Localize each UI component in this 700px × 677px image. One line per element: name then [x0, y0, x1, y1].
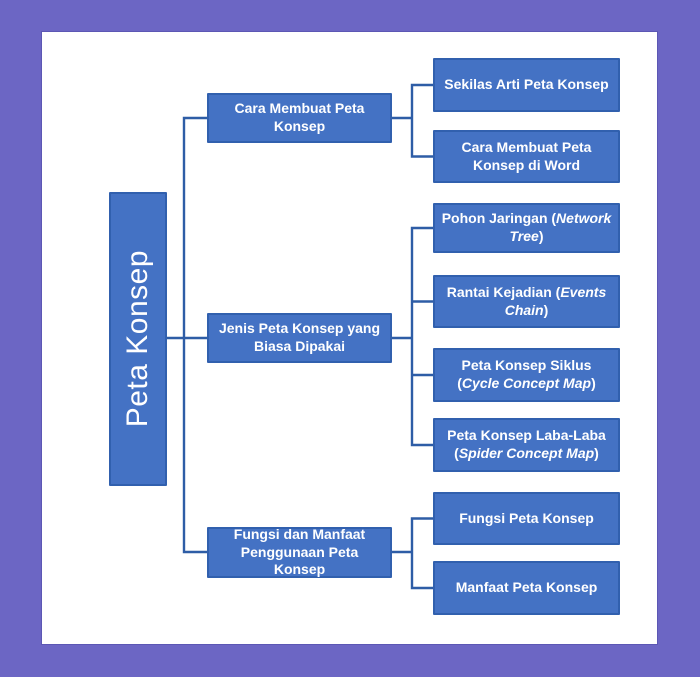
node-leaf-fungsi-peta-konsep: Fungsi Peta Konsep	[433, 492, 620, 545]
leaf-label: Peta Konsep Laba-Laba (Spider Concept Ma…	[447, 427, 606, 461]
node-leaf-peta-konsep-siklus: Peta Konsep Siklus (Cycle Concept Map)	[433, 348, 620, 402]
node-leaf-peta-konsep-laba-laba: Peta Konsep Laba-Laba (Spider Concept Ma…	[433, 418, 620, 472]
branch-label: Fungsi dan Manfaat Penggunaan Peta Konse…	[233, 525, 366, 578]
leaf-label: Peta Konsep Siklus (Cycle Concept Map)	[457, 357, 596, 391]
node-leaf-cara-membuat-word: Cara Membuat Peta Konsep di Word	[433, 130, 620, 183]
node-branch-jenis-peta-konsep: Jenis Peta Konsep yang Biasa Dipakai	[207, 313, 392, 363]
node-leaf-manfaat-peta-konsep: Manfaat Peta Konsep	[433, 561, 620, 615]
leaf-label: Fungsi Peta Konsep	[459, 509, 594, 526]
leaf-label: Rantai Kejadian (Events Chain)	[446, 283, 607, 318]
leaf-label: Pohon Jaringan (Network Tree)	[441, 210, 612, 244]
node-branch-cara-membuat: Cara Membuat Peta Konsep	[207, 93, 392, 143]
root-label: Peta Konsep	[120, 250, 154, 428]
node-root-peta-konsep: Peta Konsep	[109, 192, 167, 486]
node-leaf-pohon-jaringan: Pohon Jaringan (Network Tree)	[433, 203, 620, 253]
leaf-label: Sekilas Arti Peta Konsep	[444, 76, 609, 93]
node-leaf-rantai-kejadian: Rantai Kejadian (Events Chain)	[433, 275, 620, 328]
node-leaf-sekilas-arti: Sekilas Arti Peta Konsep	[433, 58, 620, 112]
leaf-label: Cara Membuat Peta Konsep di Word	[461, 138, 592, 173]
leaf-label: Manfaat Peta Konsep	[455, 579, 598, 596]
node-branch-fungsi-manfaat: Fungsi dan Manfaat Penggunaan Peta Konse…	[207, 525, 392, 578]
branch-label: Jenis Peta Konsep yang Biasa Dipakai	[218, 320, 381, 354]
branch-label: Cara Membuat Peta Konsep	[234, 100, 365, 134]
